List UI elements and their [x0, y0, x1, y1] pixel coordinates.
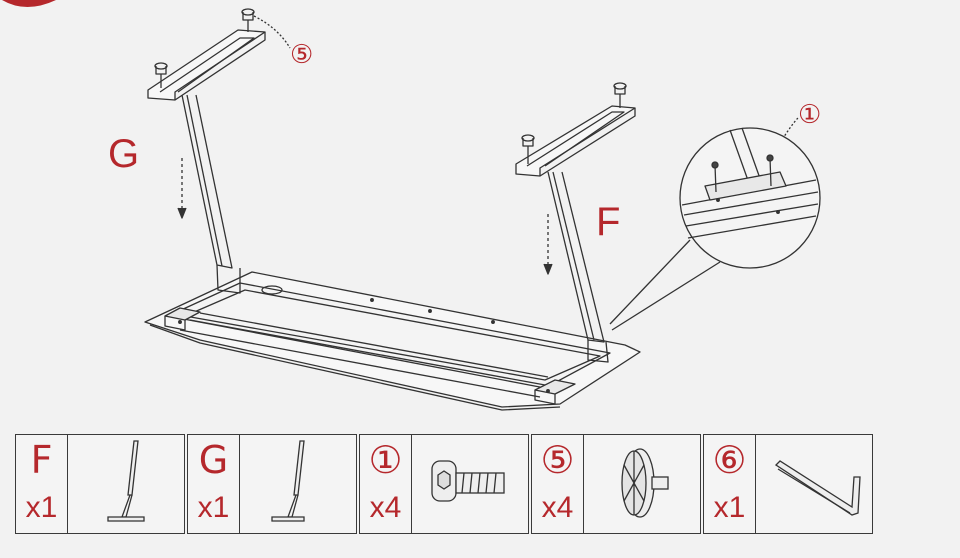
parts-list: F x1 G x1 ① x4	[15, 434, 873, 534]
leg-f	[515, 82, 636, 363]
part-label: G x1	[188, 435, 240, 533]
detail-zoom	[609, 127, 821, 331]
label-f: F	[596, 200, 621, 244]
part-qty: x1	[197, 491, 230, 524]
part-code: ①	[368, 438, 403, 482]
part-1: ① x4	[359, 434, 529, 534]
part-code: ⑤	[540, 438, 575, 482]
part-label: ① x4	[360, 435, 412, 533]
leg-icon	[271, 440, 305, 522]
part-label: ⑥ x1	[704, 435, 756, 533]
desk-frame	[144, 271, 641, 411]
part-g: G x1	[187, 434, 357, 534]
screw-icon	[431, 460, 505, 502]
leg-g	[147, 8, 266, 294]
foot-pad-icon	[621, 448, 669, 518]
part-label: ⑤ x4	[532, 435, 584, 533]
part-f: F x1	[15, 434, 185, 534]
part-qty: x1	[713, 491, 746, 524]
allen-key-icon	[774, 460, 861, 516]
part-qty: x4	[369, 491, 402, 524]
part-code: G	[198, 438, 229, 482]
part-5: ⑤ x4	[531, 434, 701, 534]
label-g: G	[108, 132, 140, 176]
part-code: F	[30, 438, 53, 482]
callout-5: ⑤	[290, 40, 314, 70]
step-badge	[2, 0, 56, 7]
part-code: ⑥	[712, 438, 747, 482]
leg-icon	[107, 440, 145, 522]
part-label: F x1	[16, 435, 68, 533]
part-qty: x4	[541, 491, 574, 524]
part-qty: x1	[25, 491, 58, 524]
part-6: ⑥ x1	[703, 434, 873, 534]
callout-1: ①	[798, 100, 822, 130]
